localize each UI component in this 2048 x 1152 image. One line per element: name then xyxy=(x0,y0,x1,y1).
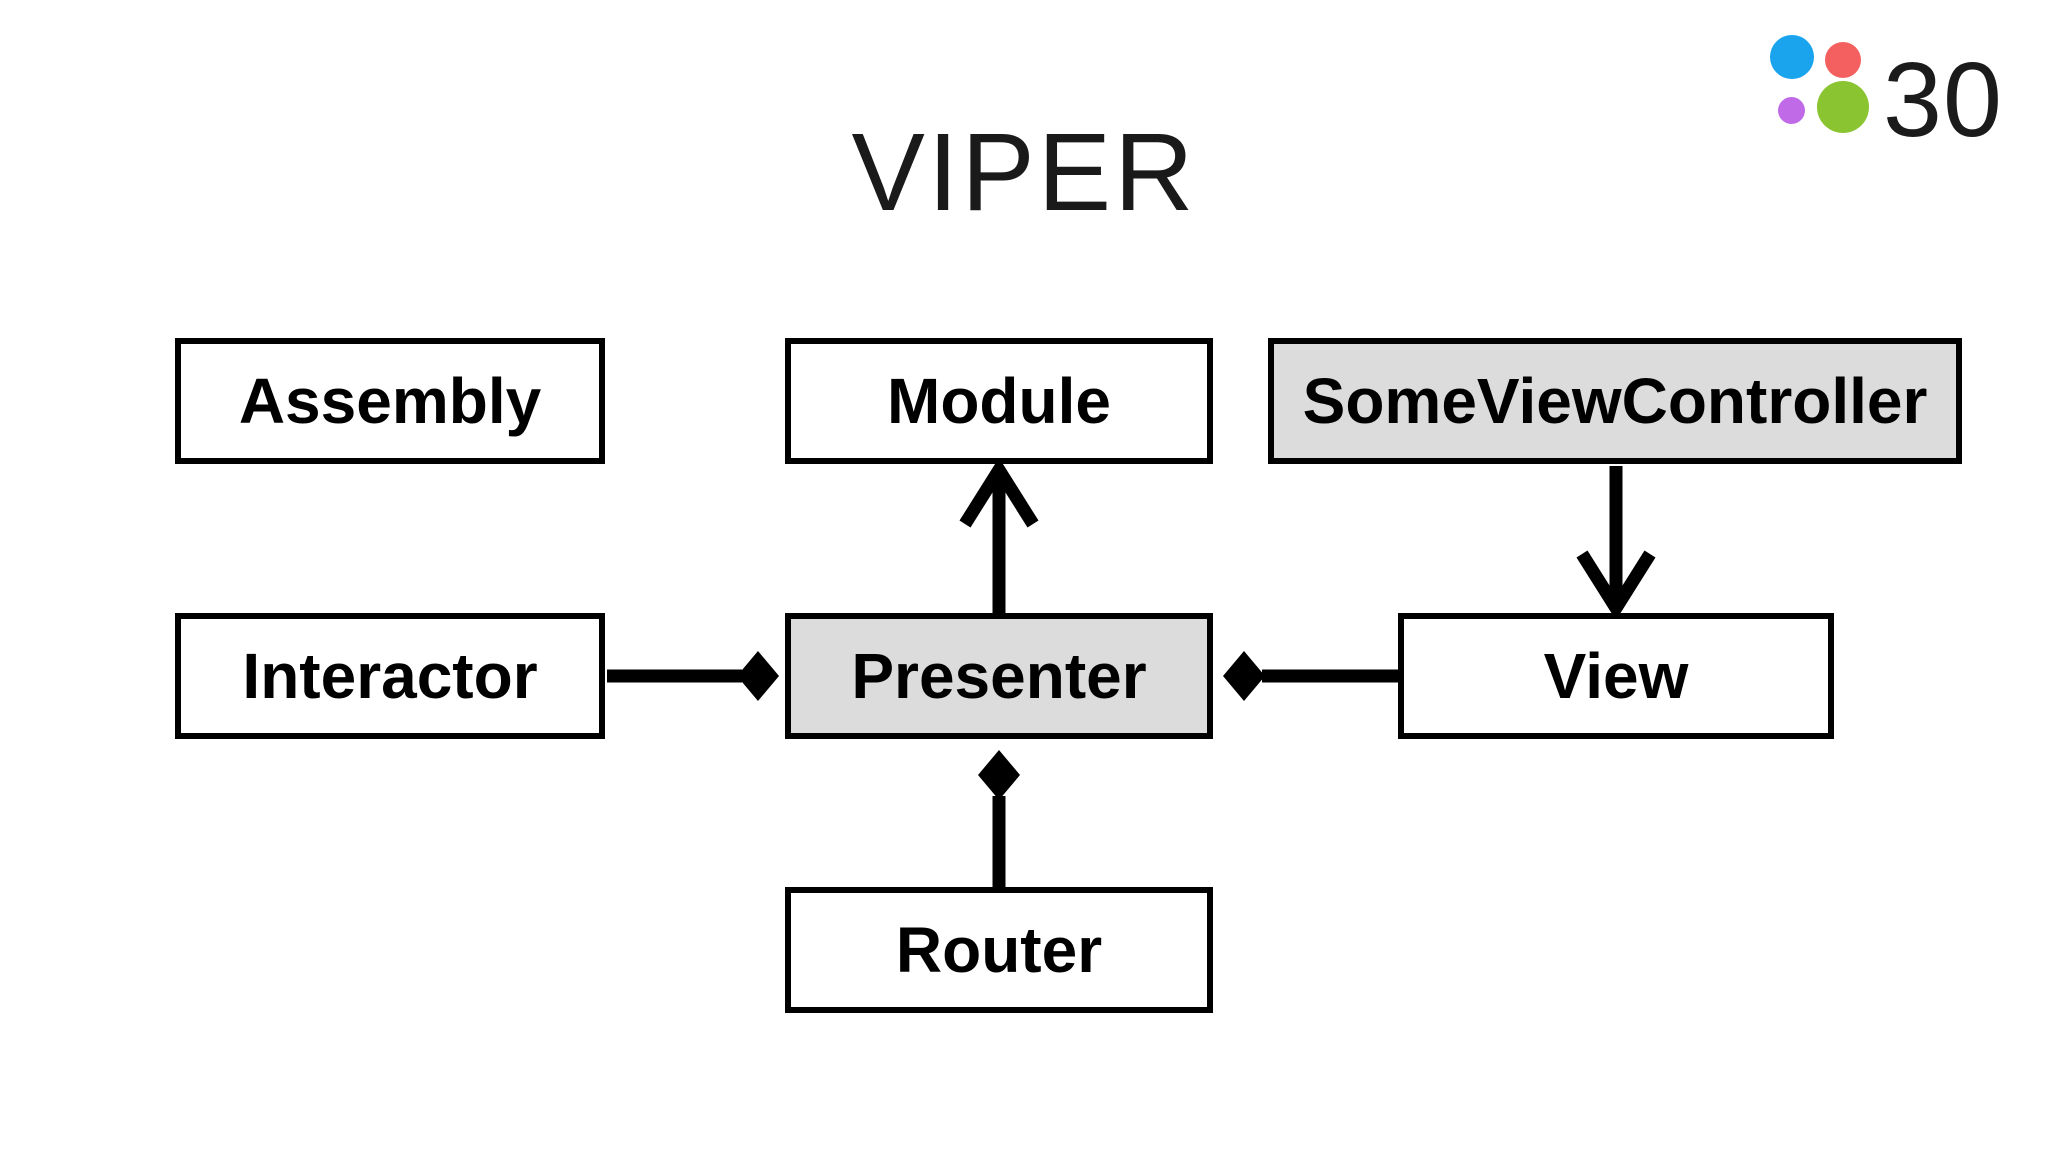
node-presenter: Presenter xyxy=(785,613,1213,739)
node-interactor: Interactor xyxy=(175,613,605,739)
logo-purple-dot-icon xyxy=(1778,97,1805,124)
edge-someviewcontroller-view xyxy=(1576,466,1656,621)
node-interactor-label: Interactor xyxy=(242,640,538,712)
edge-interactor-presenter xyxy=(607,651,779,701)
logo-red-dot-icon xyxy=(1825,42,1861,78)
node-someviewcontroller-label: SomeViewController xyxy=(1302,365,1928,437)
node-router: Router xyxy=(785,887,1213,1013)
logo-green-dot-icon xyxy=(1817,81,1869,133)
node-someviewcontroller: SomeViewController xyxy=(1268,338,1962,464)
edge-presenter-module xyxy=(959,457,1039,613)
edge-router-presenter xyxy=(978,750,1020,889)
logo-blue-dot-icon xyxy=(1770,35,1814,79)
node-view-label: View xyxy=(1543,640,1689,712)
slide-title: VIPER xyxy=(851,111,1197,234)
node-module-label: Module xyxy=(887,365,1111,437)
edge-view-presenter xyxy=(1223,651,1398,701)
node-module: Module xyxy=(785,338,1213,464)
node-presenter-label: Presenter xyxy=(851,640,1147,712)
logo-badge: 30 xyxy=(1765,30,2025,159)
badge-count: 30 xyxy=(1883,41,2003,159)
node-assembly-label: Assembly xyxy=(238,365,542,437)
node-view: View xyxy=(1398,613,1834,739)
node-assembly: Assembly xyxy=(175,338,605,464)
node-router-label: Router xyxy=(895,914,1103,986)
